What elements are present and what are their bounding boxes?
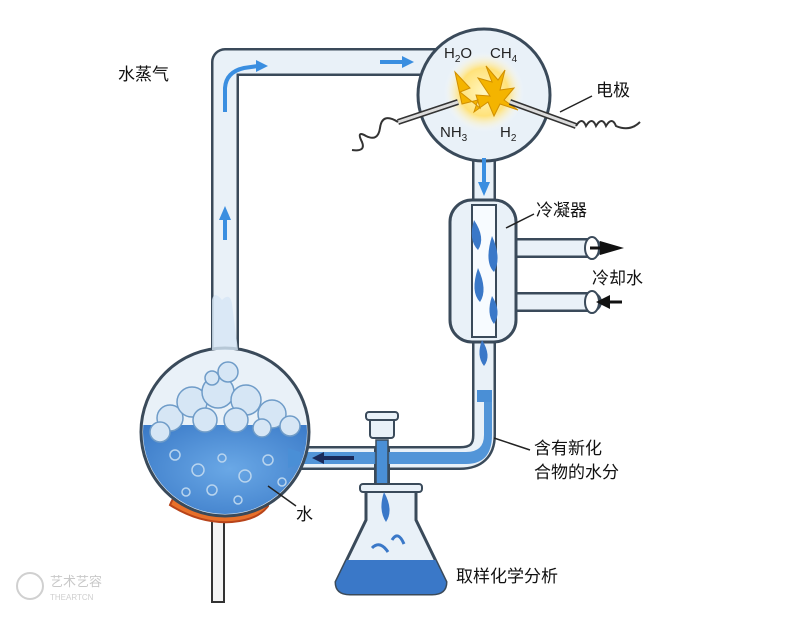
label-condenser: 冷凝器 <box>536 201 587 221</box>
label-new-compounds-line1: 含有新化 <box>534 439 602 459</box>
arrow-left-icon <box>596 295 610 309</box>
droplet <box>474 268 484 302</box>
droplet <box>488 236 498 272</box>
gas-h2: H2 <box>500 124 517 144</box>
arrow-right-icon <box>600 241 624 255</box>
condenser <box>448 198 518 366</box>
label-sampling: 取样化学分析 <box>456 567 558 587</box>
leader-lines <box>267 95 593 507</box>
flask-side-arm <box>288 448 300 468</box>
round-flask <box>139 295 311 518</box>
watermark-text: 艺术艺容 <box>50 574 102 590</box>
sample-water <box>336 560 446 594</box>
falling-drop <box>381 492 390 522</box>
gas-nh3: NH3 <box>440 124 468 144</box>
label-new-compounds-line2: 合物的水分 <box>534 463 619 483</box>
label-cooling-water: 冷却水 <box>592 269 643 289</box>
cooling-pipe-ends <box>584 236 624 314</box>
watermark: 艺术艺容 THEARTCN <box>16 572 102 602</box>
right-electrode-coil <box>575 120 641 130</box>
droplet <box>471 220 482 250</box>
label-water-vapor: 水蒸气 <box>118 65 169 85</box>
spark-icon <box>454 65 519 118</box>
svg-text:H2O: H2O <box>444 45 472 65</box>
flow-arrows <box>219 56 490 464</box>
gas-h2o: H2O <box>444 45 472 65</box>
droplet <box>489 296 498 324</box>
label-electrode: 电极 <box>596 81 630 101</box>
svg-text:CH4: CH4 <box>490 45 518 65</box>
svg-text:NH3: NH3 <box>440 124 468 144</box>
burner-stand <box>211 519 225 603</box>
electrodes <box>351 99 641 152</box>
svg-text:H2: H2 <box>500 124 517 144</box>
label-water: 水 <box>296 505 313 525</box>
watermark-logo-icon <box>16 572 44 600</box>
droplet <box>479 340 488 366</box>
left-electrode-wire <box>351 117 399 152</box>
steam-plume <box>212 295 238 350</box>
water-bubbles <box>169 449 287 505</box>
spark-chamber: H2O CH4 NH3 H2 <box>416 27 552 163</box>
erlenmeyer-flask <box>334 483 448 596</box>
watermark-subtext: THEARTCN <box>50 593 94 602</box>
steam-bubbles <box>149 361 301 443</box>
return-tube-water-top <box>477 390 492 402</box>
stopcock <box>365 411 399 489</box>
gas-ch4: CH4 <box>490 45 518 65</box>
return-tube-water <box>300 400 492 464</box>
